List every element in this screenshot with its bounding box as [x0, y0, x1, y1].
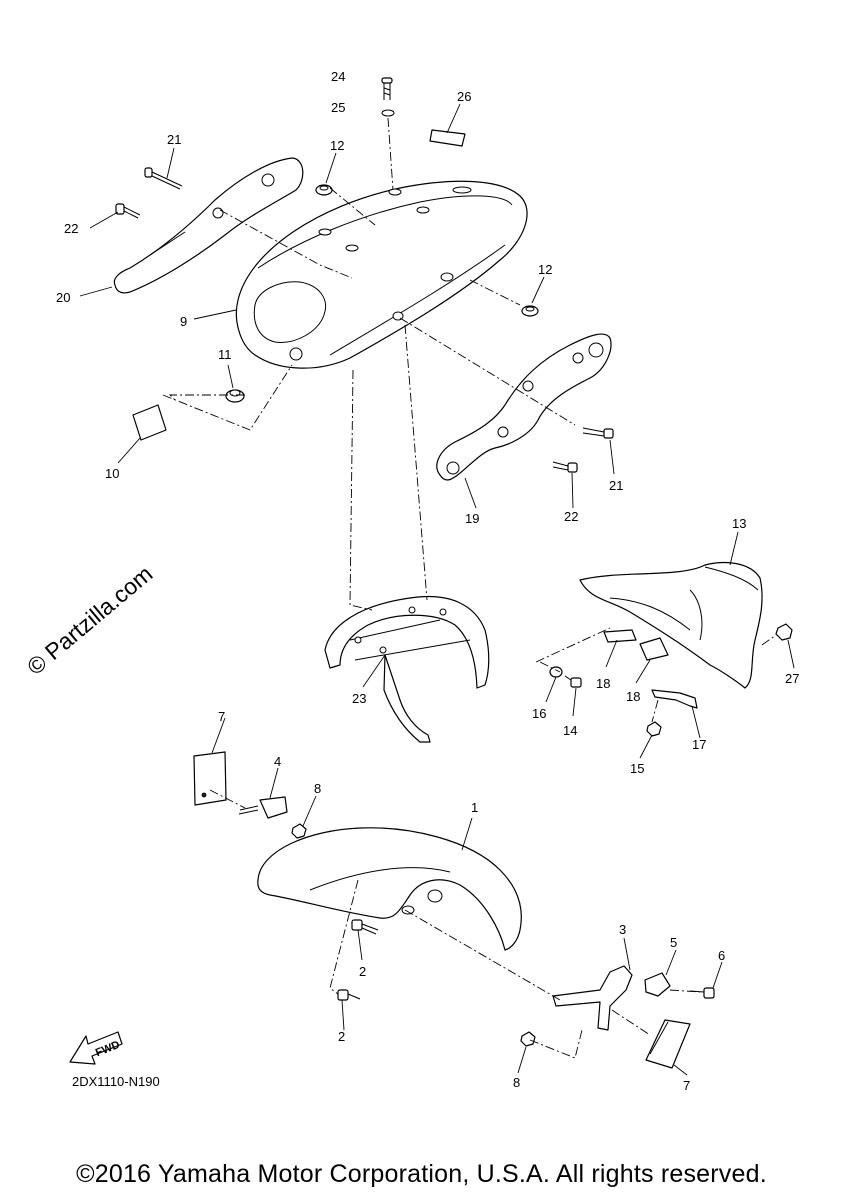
block-18b [639, 637, 669, 661]
nut-27 [775, 623, 793, 641]
callout-17: 17 [692, 737, 706, 752]
reflector-7b [645, 1019, 691, 1069]
callout-15: 15 [630, 761, 644, 776]
bolt-21-right [582, 427, 614, 439]
callout-24: 24 [331, 69, 345, 84]
bolt-2a [351, 919, 379, 935]
callout-21a: 21 [167, 132, 181, 147]
bracket-3 [552, 965, 633, 1031]
callout-13: 13 [732, 516, 746, 531]
washer-16 [549, 666, 563, 678]
fwd-arrow-icon: FWD [69, 1031, 123, 1065]
rear-fender [235, 180, 528, 369]
callout-8a: 8 [314, 781, 321, 796]
bolt-22-left [115, 203, 141, 219]
callout-14: 14 [563, 723, 577, 738]
left-fender-stay [113, 157, 304, 294]
callout-3: 3 [619, 922, 626, 937]
callout-2a: 2 [359, 964, 366, 979]
assembly-lines [162, 117, 777, 1059]
right-fender-stay [436, 333, 612, 481]
bracket-4 [259, 796, 288, 819]
grommet-12a [315, 184, 333, 196]
grommet-11 [225, 389, 245, 403]
bolt-2b [337, 989, 361, 1001]
nut-8a [291, 823, 307, 839]
callout-1: 1 [471, 800, 478, 815]
callout-26: 26 [457, 89, 471, 104]
bracket-5 [644, 972, 671, 997]
callout-19: 19 [465, 511, 479, 526]
callout-23: 23 [352, 691, 366, 706]
callout-12b: 12 [538, 262, 552, 277]
callout-16: 16 [532, 706, 546, 721]
callout-10: 10 [105, 466, 119, 481]
callout-18a: 18 [596, 676, 610, 691]
grommet-12b [521, 305, 539, 317]
washer-25 [381, 109, 395, 117]
nut-8b [520, 1031, 536, 1047]
bracket-17 [651, 689, 698, 709]
callout-27: 27 [785, 671, 799, 686]
callout-4: 4 [274, 754, 281, 769]
bolt-14 [564, 675, 582, 688]
bolt-22-right [552, 461, 578, 473]
reflector-7a [193, 751, 227, 806]
callout-18b: 18 [626, 689, 640, 704]
bolt-21-left [144, 167, 183, 190]
callout-6: 6 [718, 948, 725, 963]
copyright-notice: ©2016 Yamaha Motor Corporation, U.S.A. A… [76, 1160, 767, 1188]
tape-26 [429, 129, 466, 147]
callout-7b: 7 [683, 1078, 690, 1093]
nut-15 [646, 721, 662, 737]
screw-24 [381, 77, 393, 100]
callout-21b: 21 [609, 478, 623, 493]
block-18a [603, 629, 637, 643]
callouts: 24 25 26 12 21 22 20 9 12 11 10 19 22 21… [56, 69, 799, 1093]
mud-flap [579, 561, 763, 689]
front-fender [257, 827, 522, 951]
diagram-code: 2DX1110-N190 [72, 1074, 160, 1089]
callout-5: 5 [670, 935, 677, 950]
callout-9: 9 [180, 314, 187, 329]
callout-22a: 22 [64, 221, 78, 236]
callout-11: 11 [218, 347, 232, 362]
callout-22b: 22 [564, 509, 578, 524]
fender-bracket [324, 596, 490, 743]
leader-lines [79, 103, 795, 1076]
callout-7a: 7 [218, 709, 225, 724]
callout-2b: 2 [338, 1029, 345, 1044]
callout-25: 25 [331, 100, 345, 115]
callout-20: 20 [56, 290, 70, 305]
bolt-6 [689, 987, 715, 999]
pad-10 [132, 404, 167, 441]
callout-8b: 8 [513, 1075, 520, 1090]
callout-12a: 12 [330, 138, 344, 153]
